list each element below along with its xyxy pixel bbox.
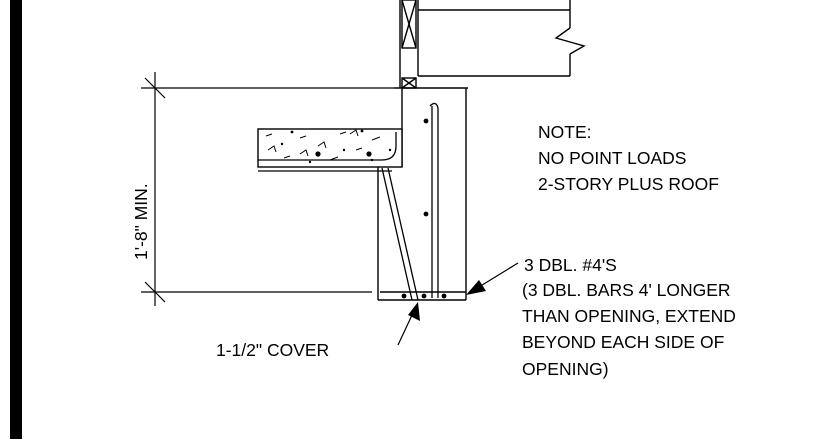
upper-framing (394, 0, 586, 89)
concrete-slab (257, 128, 403, 172)
vertical-dimension (141, 72, 394, 306)
rebar-bars (258, 102, 439, 301)
rebar-dots (401, 118, 447, 299)
rebar-callout-line-5: OPENING) (522, 359, 609, 379)
rebar-callout-line-4: BEYOND EACH SIDE OF (522, 332, 724, 352)
note-block: NOTE: NO POINT LOADS 2-STORY PLUS ROOF (538, 122, 719, 194)
rebar-callout-line-2: (3 DBL. BARS 4' LONGER (522, 280, 731, 300)
left-border-bar (10, 0, 22, 439)
note-line-2: 2-STORY PLUS ROOF (538, 174, 719, 194)
note-line-1: NO POINT LOADS (538, 148, 686, 168)
stem-wall-outline (377, 88, 467, 301)
cover-callout: 1-1/2" COVER (216, 340, 329, 360)
rebar-callout: 3 DBL. #4'S (3 DBL. BARS 4' LONGER THAN … (522, 255, 736, 379)
rebar-leader (466, 262, 519, 295)
note-heading: NOTE: (538, 122, 591, 142)
dimension-label: 1'-8" MIN. (131, 183, 151, 260)
rebar-callout-line-3: THAN OPENING, EXTEND (522, 306, 736, 326)
cover-leader (397, 302, 420, 346)
rebar-callout-line-1: 3 DBL. #4'S (524, 255, 617, 275)
